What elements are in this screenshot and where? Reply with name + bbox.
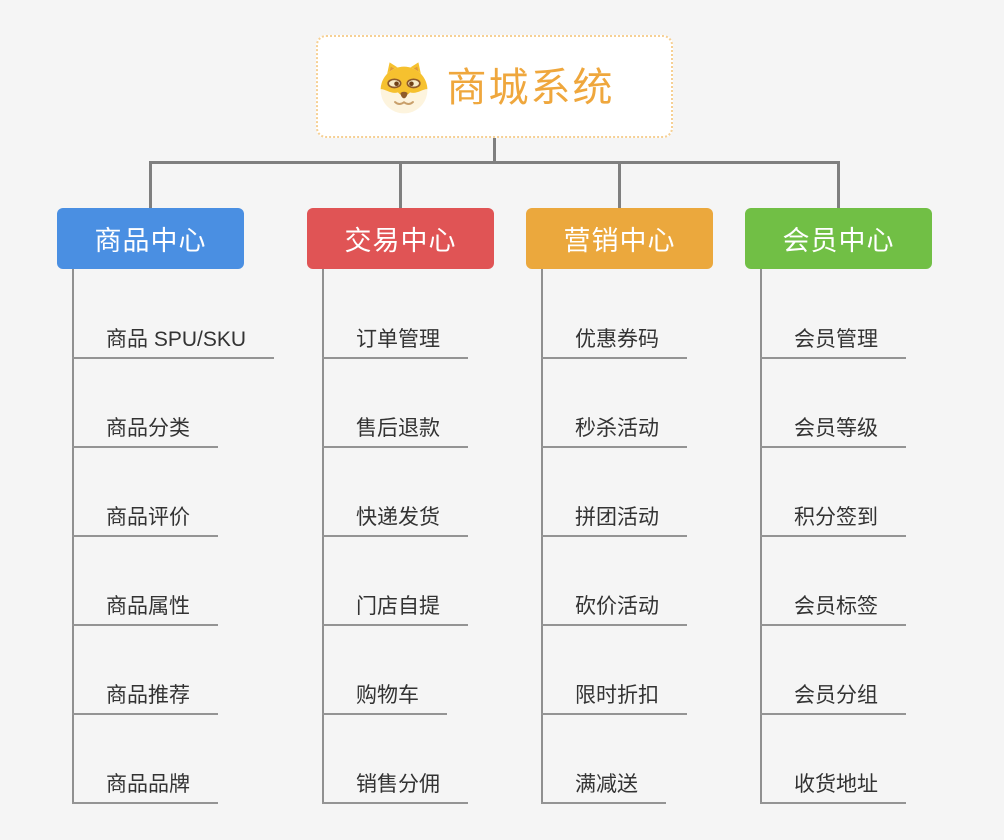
leaf-label: 会员管理 xyxy=(794,327,878,351)
leaf-node[interactable]: 收货地址 xyxy=(760,762,906,804)
leaf-node[interactable]: 满减送 xyxy=(541,762,666,804)
leaf-label: 会员标签 xyxy=(794,594,878,618)
leaf-node[interactable]: 会员标签 xyxy=(760,584,906,626)
leaf-node[interactable]: 会员分组 xyxy=(760,673,906,715)
leaf-label: 商品品牌 xyxy=(106,772,190,796)
leaf-node[interactable]: 售后退款 xyxy=(322,406,468,448)
leaf-node[interactable]: 限时折扣 xyxy=(541,673,687,715)
leaf-label: 会员分组 xyxy=(794,683,878,707)
leaf-label: 拼团活动 xyxy=(575,505,659,529)
leaf-node[interactable]: 商品评价 xyxy=(72,495,218,537)
leaf-node[interactable]: 订单管理 xyxy=(322,317,468,359)
leaf-node[interactable]: 商品推荐 xyxy=(72,673,218,715)
leaf-label: 限时折扣 xyxy=(575,683,659,707)
leaf-node[interactable]: 会员管理 xyxy=(760,317,906,359)
leaf-label: 快递发货 xyxy=(356,505,440,529)
leaf-label: 商品 SPU/SKU xyxy=(106,327,247,351)
connector-root-stem xyxy=(493,138,496,163)
leaf-label: 购物车 xyxy=(356,683,419,707)
leaf-node[interactable]: 砍价活动 xyxy=(541,584,687,626)
connector-drop-branch-1 xyxy=(149,161,152,209)
leaf-node[interactable]: 门店自提 xyxy=(322,584,468,626)
leaf-label: 订单管理 xyxy=(356,327,440,351)
leaf-label: 积分签到 xyxy=(794,505,878,529)
leaf-node[interactable]: 商品 SPU/SKU xyxy=(72,317,275,359)
leaf-label: 售后退款 xyxy=(356,416,440,440)
branch-header-marketing[interactable]: 营销中心 xyxy=(526,208,713,269)
doge-face-icon xyxy=(375,60,433,114)
connector-drop-branch-2 xyxy=(399,161,402,209)
leaf-node[interactable]: 积分签到 xyxy=(760,495,906,537)
leaf-label: 砍价活动 xyxy=(575,594,659,618)
leaf-node[interactable]: 购物车 xyxy=(322,673,447,715)
leaf-label: 秒杀活动 xyxy=(575,416,659,440)
leaf-label: 门店自提 xyxy=(356,594,440,618)
connector-horizontal-bar xyxy=(149,161,840,164)
connector-drop-branch-3 xyxy=(618,161,621,209)
leaf-node[interactable]: 快递发货 xyxy=(322,495,468,537)
root-title: 商城系统 xyxy=(446,65,615,110)
root-node[interactable]: 商城系统 xyxy=(316,35,673,138)
leaf-node[interactable]: 商品属性 xyxy=(72,584,218,626)
leaf-label: 商品属性 xyxy=(106,594,190,618)
leaf-node[interactable]: 拼团活动 xyxy=(541,495,687,537)
leaf-label: 优惠券码 xyxy=(575,327,659,351)
leaf-label: 收货地址 xyxy=(794,772,878,796)
leaf-label: 商品推荐 xyxy=(106,683,190,707)
leaf-node[interactable]: 会员等级 xyxy=(760,406,906,448)
leaf-node[interactable]: 优惠券码 xyxy=(541,317,687,359)
leaf-label: 商品评价 xyxy=(106,505,190,529)
branch-header-trade[interactable]: 交易中心 xyxy=(307,208,494,269)
leaf-node[interactable]: 销售分佣 xyxy=(322,762,468,804)
leaf-label: 满减送 xyxy=(575,772,638,796)
leaf-node[interactable]: 商品分类 xyxy=(72,406,218,448)
leaf-node[interactable]: 秒杀活动 xyxy=(541,406,687,448)
leaf-label: 商品分类 xyxy=(106,416,190,440)
connector-drop-branch-4 xyxy=(837,161,840,209)
leaf-node[interactable]: 商品品牌 xyxy=(72,762,218,804)
branch-header-member[interactable]: 会员中心 xyxy=(745,208,932,269)
leaf-label: 会员等级 xyxy=(794,416,878,440)
branch-header-product[interactable]: 商品中心 xyxy=(57,208,244,269)
leaf-label: 销售分佣 xyxy=(356,772,440,796)
